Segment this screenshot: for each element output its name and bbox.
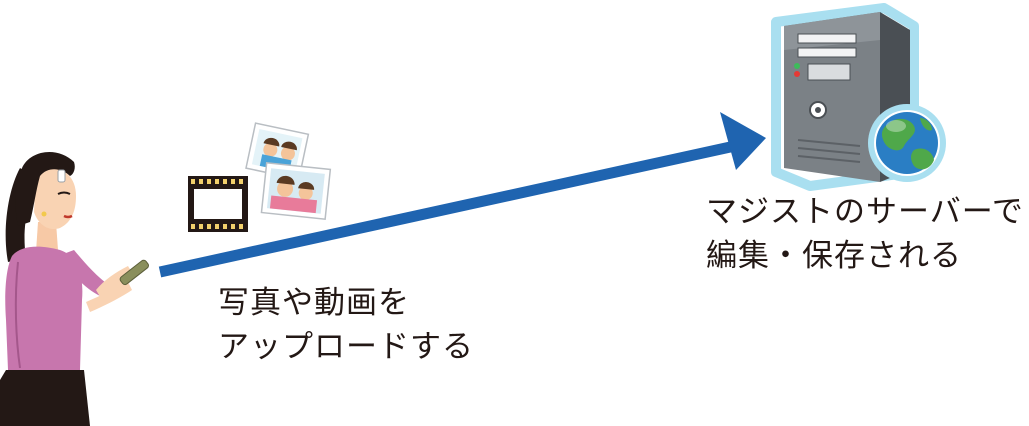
upload-caption: 写真や動画を アップロードする	[218, 281, 474, 369]
film-and-photos-icon	[188, 122, 332, 232]
upload-caption-line-1: 写真や動画を	[218, 285, 410, 321]
server-caption-line-2: 編集・保存される	[706, 238, 962, 274]
woman-with-phone-icon	[0, 151, 149, 426]
upload-caption-line-2: アップロードする	[218, 329, 474, 365]
server-caption: マジストのサーバーで 編集・保存される	[706, 190, 1024, 278]
server-caption-line-1: マジストのサーバーで	[706, 194, 1024, 230]
globe-icon	[868, 104, 946, 182]
film-strip	[188, 176, 248, 232]
photo-front	[260, 161, 332, 221]
upload-arrow	[158, 112, 766, 278]
